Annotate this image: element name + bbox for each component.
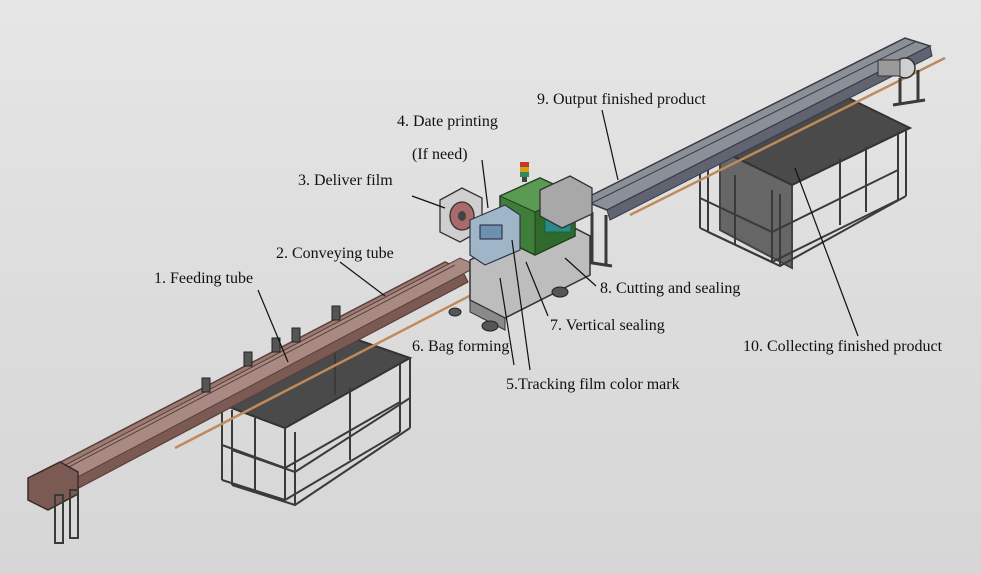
label-conveying-tube: 2. Conveying tube	[276, 245, 394, 262]
label-vertical-sealing: 7. Vertical sealing	[550, 317, 665, 334]
label-deliver-film: 3. Deliver film	[298, 172, 393, 189]
label-cutting-and-sealing: 8. Cutting and sealing	[600, 280, 741, 297]
right-collecting-table	[699, 93, 913, 270]
label-tracking-film-color-mark: 5.Tracking film color mark	[506, 376, 680, 393]
support-rod-left	[174, 273, 511, 450]
support-rod-right	[629, 56, 946, 217]
label-output-finished-product: 9. Output finished product	[537, 91, 706, 108]
feeding-conveyor	[27, 257, 480, 544]
packaging-machine	[439, 162, 593, 332]
label-date-printing: 4. Date printing	[397, 113, 498, 130]
leader-lines	[257, 109, 859, 371]
label-bag-forming: 6. Bag forming	[412, 338, 510, 355]
output-conveyor	[580, 37, 933, 268]
clamp-posts	[201, 305, 341, 393]
label-feeding-tube: 1. Feeding tube	[154, 270, 254, 287]
label-collecting-finished-product: 10. Collecting finished product	[743, 338, 943, 355]
label-if-need: (If need)	[412, 146, 468, 163]
